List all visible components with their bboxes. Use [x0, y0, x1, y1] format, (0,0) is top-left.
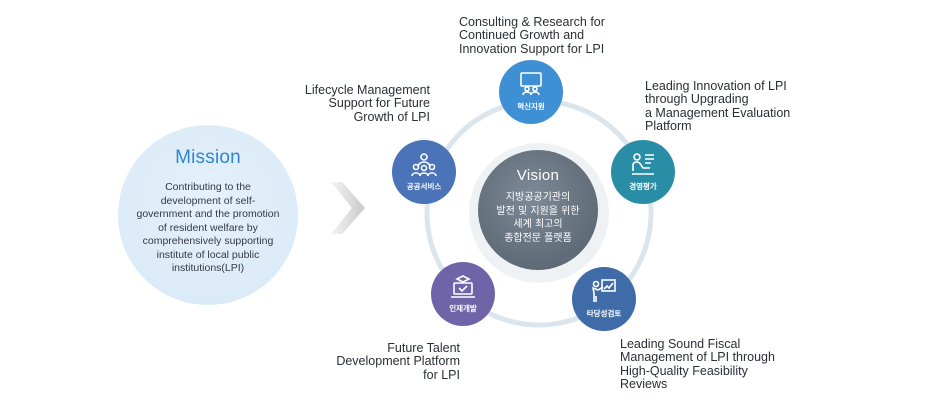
person-laptop-icon — [632, 153, 654, 175]
caption-line: a Management Evaluation — [645, 105, 791, 120]
caption-line: Innovation Support for LPI — [459, 41, 605, 56]
mission-circle: Mission Contributing to the development … — [118, 125, 298, 305]
mission-text-line: institute of local public — [156, 248, 260, 261]
laptop-graduation-icon — [451, 275, 475, 298]
node-evaluation: 경영평가 — [611, 140, 675, 204]
mission-text-line: of resident welfare by — [158, 221, 258, 234]
caption-line: Support for Future — [328, 96, 430, 111]
mission-text: Contributing to the development of self-… — [128, 181, 288, 276]
caption-line: Platform — [645, 119, 692, 134]
caption-line: Development Platform — [336, 354, 460, 369]
caption-line: Leading Innovation of LPI — [645, 79, 787, 93]
node-feasibility-label: 타당성검토 — [586, 309, 622, 318]
caption-line: High-Quality Feasibility — [620, 363, 748, 378]
presenter-chart-icon — [591, 279, 616, 302]
caption-line: for LPI — [423, 367, 460, 382]
arrow-right-icon — [331, 182, 365, 234]
caption-line: Consulting & Research for — [459, 15, 605, 29]
caption-talent: Future Talent Development Platform for L… — [320, 341, 460, 382]
mission-text-line: government and the promotion — [136, 208, 280, 220]
people-group-icon — [411, 153, 437, 177]
vision-text-line: 종합전문 플랫폼 — [504, 232, 572, 244]
meeting-board-icon — [520, 72, 542, 96]
node-feasibility: 타당성검토 — [572, 267, 636, 331]
vision-text-line: 지방공공기관의 — [505, 192, 571, 203]
mission-title: Mission — [175, 147, 241, 168]
vision-circle: Vision 지방공공기관의 발전 및 지원을 위한 세계 최고의 종합전문 플… — [478, 150, 598, 270]
caption-evaluation: Leading Innovation of LPI through Upgrad… — [645, 79, 791, 134]
caption-public-service: Lifecycle Management Support for Future … — [268, 83, 430, 124]
caption-innovation: Consulting & Research for Continued Grow… — [459, 15, 605, 56]
mission-text-line: Contributing to the — [165, 181, 251, 193]
mission-text-line: development of self- — [160, 194, 256, 207]
caption-line: Growth of LPI — [353, 109, 430, 124]
caption-line: Continued Growth and — [459, 28, 585, 43]
vision-text: 지방공공기관의 발전 및 지원을 위한 세계 최고의 종합전문 플랫폼 — [486, 191, 590, 245]
node-public-service-label: 공공서비스 — [406, 182, 442, 191]
caption-line: through Upgrading — [645, 92, 749, 107]
node-innovation-label: 혁신지원 — [517, 102, 545, 111]
caption-feasibility: Leading Sound Fiscal Management of LPI t… — [620, 337, 775, 392]
caption-line: Lifecycle Management — [304, 83, 430, 97]
node-talent-label: 인재개발 — [449, 304, 477, 313]
caption-line: Reviews — [620, 377, 668, 392]
caption-line: Future Talent — [387, 341, 460, 355]
node-talent: 인재개발 — [431, 262, 495, 326]
vision-text-line: 세계 최고의 — [513, 219, 563, 230]
node-public-service: 공공서비스 — [392, 140, 456, 204]
caption-line: Leading Sound Fiscal — [620, 337, 741, 351]
node-innovation: 혁신지원 — [499, 60, 563, 124]
vision-title: Vision — [516, 167, 560, 184]
mission-text-line: comprehensively supporting — [142, 235, 274, 247]
vision-text-line: 발전 및 지원을 위한 — [496, 205, 580, 217]
caption-line: Management of LPI through — [620, 350, 775, 365]
node-evaluation-label: 경영평가 — [629, 182, 657, 191]
mission-text-line: institutions(LPI) — [171, 262, 245, 274]
